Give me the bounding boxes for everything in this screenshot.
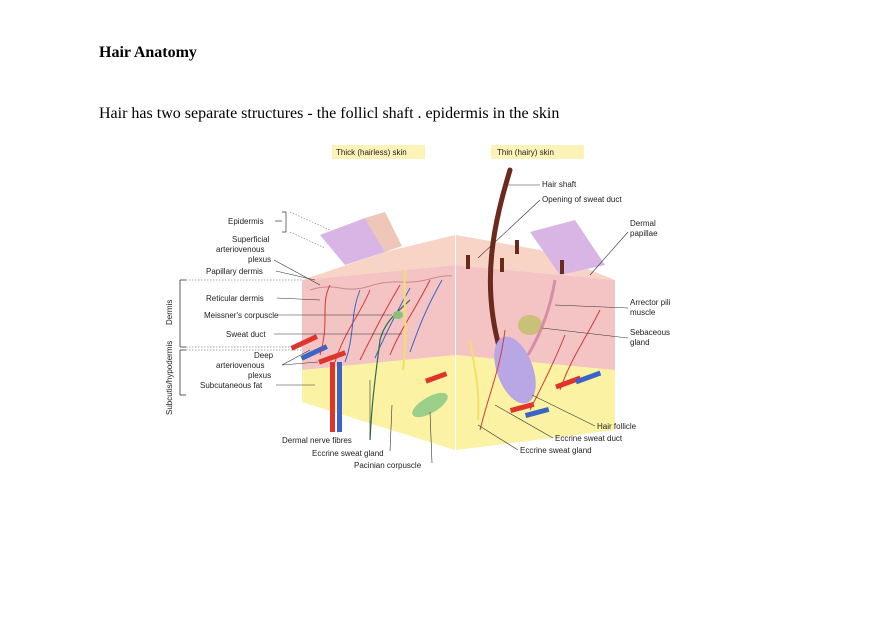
- thin-skin-block: [456, 167, 615, 450]
- left-vertical-vein: [337, 362, 342, 432]
- label-sweat-duct: Sweat duct: [226, 330, 266, 339]
- label-superficial-3: plexus: [248, 255, 271, 264]
- thick-skin-block: [290, 212, 455, 450]
- label-dermal-1: Dermal: [630, 219, 656, 228]
- label-eccrine-sweat-duct: Eccrine sweat duct: [555, 434, 623, 443]
- thin-skin-caption: Thin (hairy) skin: [497, 148, 554, 157]
- left-epidermis-flap: [320, 218, 385, 265]
- meissner-corpuscle-shape: [393, 311, 403, 319]
- right-epidermis-flap: [530, 220, 605, 275]
- page-title: Hair Anatomy: [99, 44, 197, 61]
- label-deep-2: arteriovenous: [216, 361, 264, 370]
- label-papillary-dermis: Papillary dermis: [206, 267, 263, 276]
- intro-paragraph: Hair has two separate structures - the f…: [99, 105, 560, 122]
- right-vein-1: [575, 370, 602, 385]
- subcutis-side-label: Subcutis/hypodermis: [165, 341, 174, 415]
- label-subcutaneous-fat: Subcutaneous fat: [200, 381, 263, 390]
- label-sebaceous-1: Sebaceous: [630, 328, 670, 337]
- left-epidermis-edge: [365, 212, 402, 252]
- skin-anatomy-diagram: Thick (hairless) skin Thin (hairy) skin: [165, 145, 671, 470]
- label-eccrine-sweat-gland-left: Eccrine sweat gland: [312, 449, 384, 458]
- label-dermal-2: papillae: [630, 229, 658, 238]
- label-hair-shaft: Hair shaft: [542, 180, 577, 189]
- left-artery-2: [318, 350, 347, 365]
- label-opening-sweat-duct: Opening of sweat duct: [542, 195, 622, 204]
- right-vein-2: [524, 406, 550, 419]
- label-reticular-dermis: Reticular dermis: [206, 294, 264, 303]
- side-brackets: Dermis Subcutis/hypodermis: [165, 279, 302, 415]
- bottom-labels: Dermal nerve fibres Eccrine sweat gland …: [282, 380, 433, 470]
- hair-shaft-shape: [487, 167, 513, 353]
- thick-skin-caption: Thick (hairless) skin: [336, 148, 407, 157]
- label-eccrine-sweat-gland-right: Eccrine sweat gland: [520, 446, 592, 455]
- dermis-side-label: Dermis: [165, 300, 174, 325]
- right-artery-2: [509, 401, 535, 414]
- left-labels: Epidermis Superficial arteriovenous plex…: [200, 211, 402, 390]
- thin-skin-caption-box: [491, 145, 584, 159]
- left-vertical-artery: [330, 362, 335, 432]
- left-dermis-layer: [302, 265, 455, 370]
- label-sebaceous-2: gland: [630, 338, 650, 347]
- label-superficial-2: arteriovenous: [216, 245, 264, 254]
- label-meissner: Meissner's corpuscle: [204, 311, 279, 320]
- hair-follicle-shape: [494, 336, 536, 404]
- thick-skin-caption-box: [332, 145, 425, 159]
- right-labels: Hair shaft Opening of sweat duct Dermal …: [477, 180, 671, 455]
- label-hair-follicle: Hair follicle: [597, 422, 637, 431]
- label-arrector-1: Arrector pili: [630, 298, 671, 307]
- label-arrector-2: muscle: [630, 308, 656, 317]
- pacinian-corpuscle-shape: [412, 392, 448, 418]
- label-deep-3: plexus: [248, 371, 271, 380]
- left-vein-1: [300, 344, 328, 361]
- label-deep-1: Deep: [254, 351, 274, 360]
- left-top-surface: [302, 235, 455, 280]
- skin-anatomy-figure: Thick (hairless) skin Thin (hairy) skin: [160, 140, 700, 480]
- label-epidermis: Epidermis: [228, 217, 264, 226]
- left-artery-3: [424, 371, 448, 384]
- label-superficial-1: Superficial: [232, 235, 270, 244]
- left-artery-1: [290, 334, 318, 351]
- label-dermal-nerve-fibres: Dermal nerve fibres: [282, 436, 352, 445]
- label-pacinian-corpuscle: Pacinian corpuscle: [354, 461, 422, 470]
- sebaceous-gland-shape: [518, 315, 542, 335]
